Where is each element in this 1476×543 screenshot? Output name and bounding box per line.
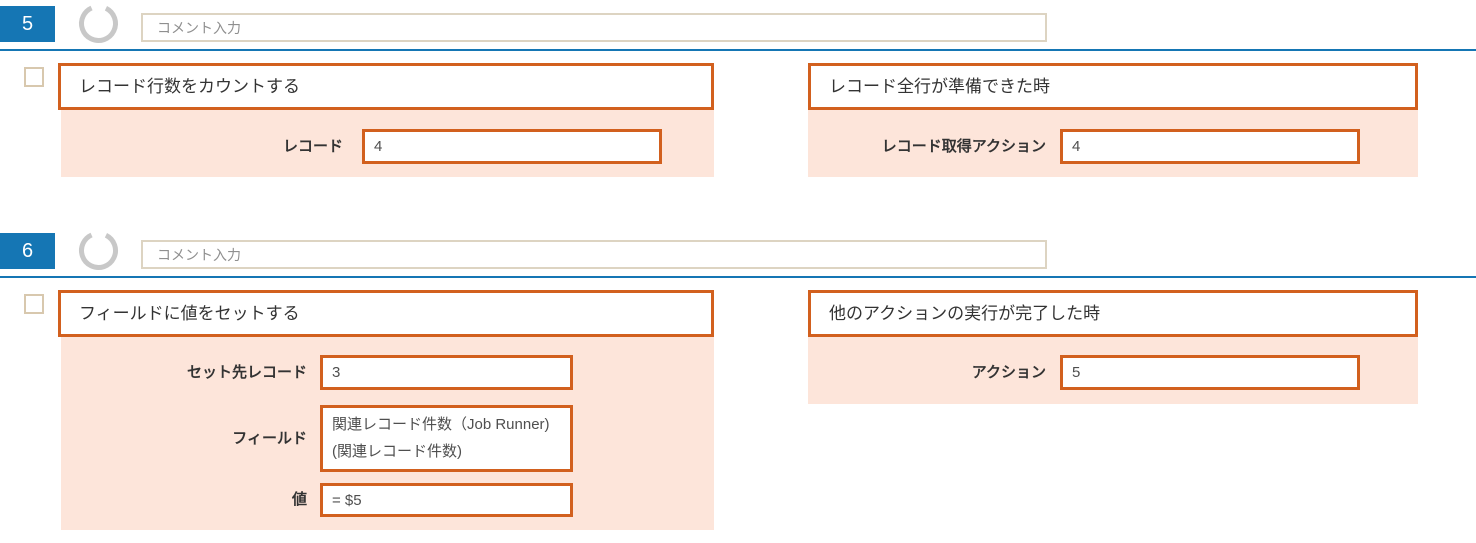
trigger-panel: レコード取得アクション xyxy=(808,110,1418,177)
action-title-box[interactable]: フィールドに値をセットする xyxy=(58,290,714,337)
comment-input[interactable] xyxy=(141,240,1047,269)
field-label: セット先レコード xyxy=(186,364,307,381)
target-record-input[interactable] xyxy=(320,355,573,390)
section-divider xyxy=(0,49,1476,51)
field-name-textarea[interactable]: 関連レコード件数（Job Runner) (関連レコード件数) xyxy=(320,405,573,472)
step-checkbox[interactable] xyxy=(24,294,44,314)
step-section-5: 5 レコード行数をカウントする レコード レコード全行が準備できた時 レコード取… xyxy=(0,0,1476,227)
trigger-title-box[interactable]: 他のアクションの実行が完了した時 xyxy=(808,290,1418,337)
record-action-input[interactable] xyxy=(1060,129,1360,164)
action-title-box[interactable]: レコード行数をカウントする xyxy=(58,63,714,110)
record-field-input[interactable] xyxy=(362,129,662,164)
status-ring-icon xyxy=(79,4,118,43)
trigger-panel: アクション xyxy=(808,337,1418,404)
trigger-title-box[interactable]: レコード全行が準備できた時 xyxy=(808,63,1418,110)
action-number-input[interactable] xyxy=(1060,355,1360,390)
step-number: 5 xyxy=(21,12,34,35)
field-label: 値 xyxy=(291,491,307,508)
field-label: レコード取得アクション xyxy=(881,138,1046,155)
section-divider xyxy=(0,276,1476,278)
action-panel: セット先レコード フィールド 関連レコード件数（Job Runner) (関連レ… xyxy=(61,337,714,530)
field-label: フィールド xyxy=(232,430,307,447)
step-number-badge: 6 xyxy=(0,233,55,269)
field-label: アクション xyxy=(971,364,1046,381)
step-number-badge: 5 xyxy=(0,6,55,42)
field-label: レコード xyxy=(282,138,343,155)
action-panel: レコード xyxy=(61,110,714,177)
status-ring-icon xyxy=(79,230,118,270)
comment-input[interactable] xyxy=(141,13,1047,42)
step-section-6: 6 フィールドに値をセットする セット先レコード フィールド 関連レコード件数（… xyxy=(0,227,1476,543)
step-number: 6 xyxy=(21,239,34,262)
step-checkbox[interactable] xyxy=(24,67,44,87)
value-input[interactable] xyxy=(320,483,573,517)
